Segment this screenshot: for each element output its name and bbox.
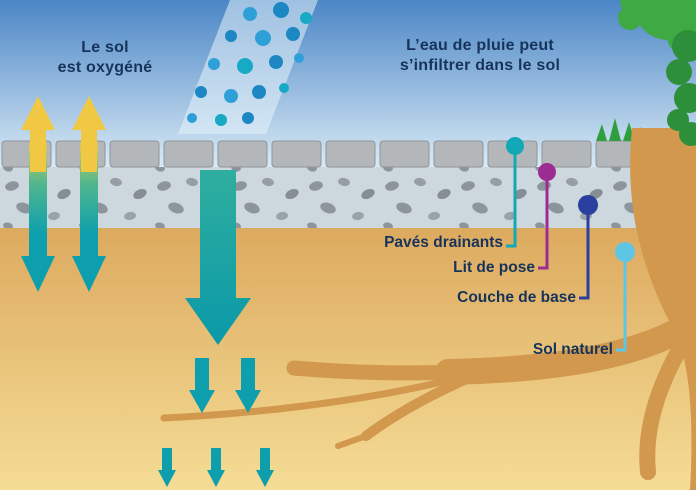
legend-dot-lit-de-pose <box>538 163 556 181</box>
legend-markers <box>506 137 635 352</box>
infiltration-down-arrows <box>21 143 106 292</box>
caption-soil-oxygen: Le sol est oxygéné <box>57 39 153 77</box>
caption-rain-infiltration: L’eau de pluie peut s’infiltrer dans le … <box>399 37 561 75</box>
legend-dot-couche-de-base <box>578 195 598 215</box>
tree-trunk <box>630 128 696 490</box>
tree-roots <box>160 319 689 480</box>
raindrops <box>187 2 312 126</box>
sky-background <box>0 0 696 167</box>
bedding-and-base-layer <box>0 167 696 228</box>
legend-dot-sol-naturel <box>615 242 635 262</box>
leader-line-lit-de-pose <box>538 172 549 270</box>
leader-line-paves-drainants <box>506 146 517 248</box>
legend-label-sol-naturel: Sol naturel <box>532 341 613 358</box>
legend-dot-paves-drainants <box>506 137 524 155</box>
leader-line-couche-de-base <box>579 205 590 300</box>
tree-foliage <box>618 0 696 146</box>
legend-label-couche-de-base: Couche de base <box>457 289 576 306</box>
deep-infiltration-arrows <box>158 170 274 487</box>
legend-label-lit-de-pose: Lit de pose <box>453 259 535 276</box>
oxygen-up-arrows <box>21 96 106 172</box>
leader-line-sol-naturel <box>616 252 627 352</box>
legend-label-paves-drainants: Pavés drainants <box>384 234 503 251</box>
